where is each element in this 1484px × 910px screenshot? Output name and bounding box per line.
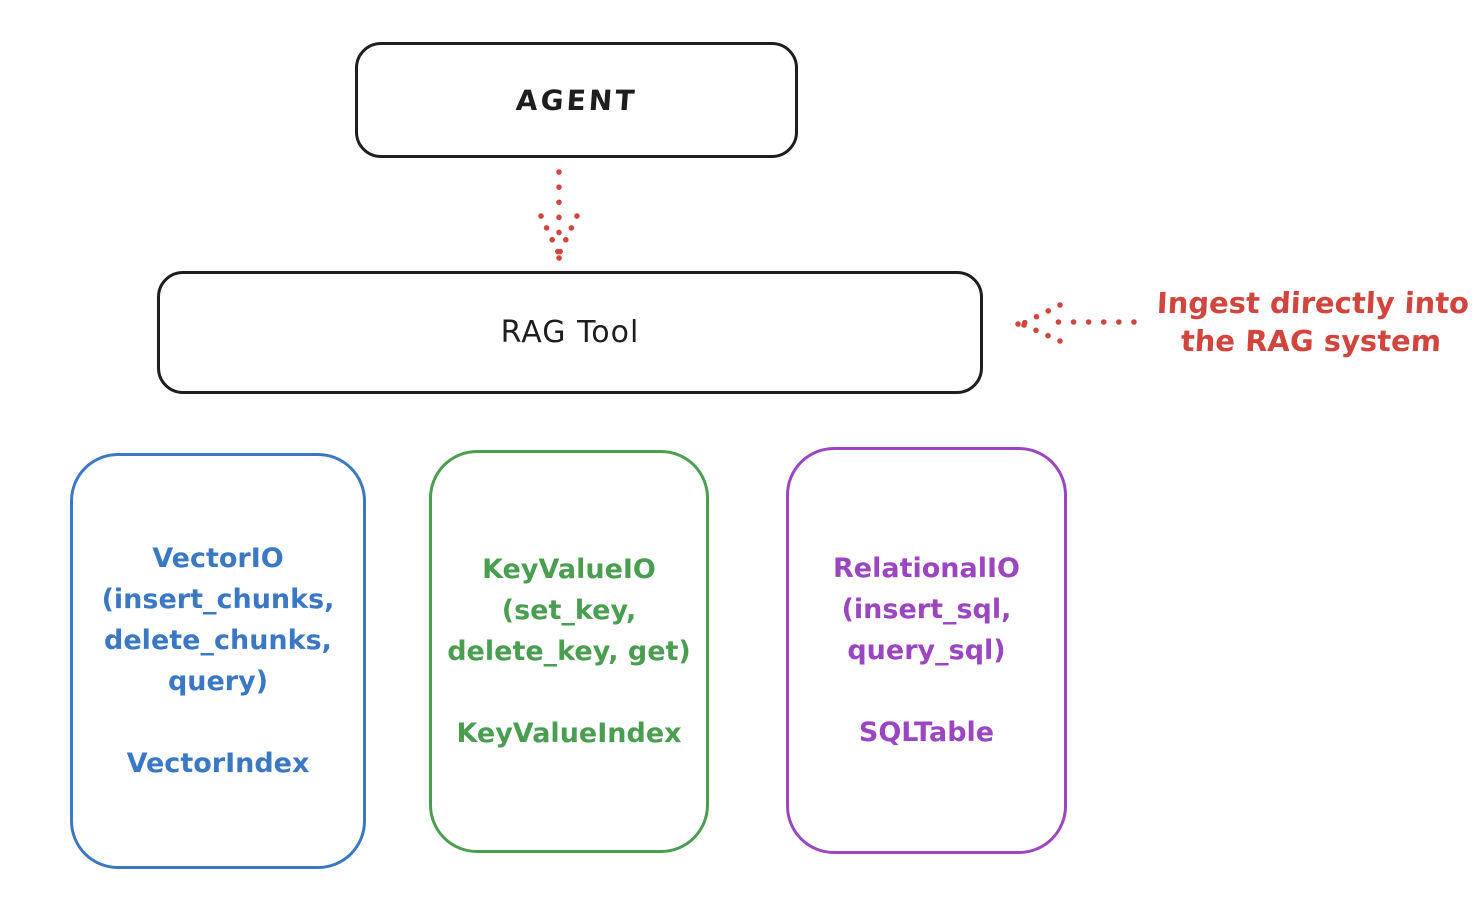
- relational-io-methods: RelationalIO (insert_sql, query_sql): [833, 548, 1020, 671]
- vector-io-title: VectorIO: [152, 543, 284, 574]
- relational-io-title: RelationalIO: [833, 553, 1020, 584]
- keyvalue-io-title: KeyValueIO: [482, 554, 656, 585]
- rag-tool-box: RAG Tool: [157, 271, 983, 394]
- vector-io-method-line: delete_chunks,: [104, 625, 332, 656]
- agent-box: AGENT: [355, 42, 798, 158]
- vector-io-box: VectorIO (insert_chunks, delete_chunks, …: [70, 453, 366, 869]
- vector-index-label: VectorIndex: [126, 748, 310, 779]
- keyvalue-io-method-line: delete_key, get): [447, 636, 691, 667]
- ingest-annotation-line1: Ingest directly into: [1156, 286, 1470, 320]
- relational-io-method-line: query_sql): [847, 635, 1006, 666]
- vector-io-method-line: query): [167, 666, 269, 697]
- vector-io-method-line: (insert_chunks,: [101, 584, 335, 615]
- ingest-annotation-line2: the RAG system: [1180, 324, 1442, 358]
- ingest-annotation: Ingest directly into the RAG system: [1138, 284, 1484, 360]
- rag-tool-label: RAG Tool: [500, 315, 640, 350]
- relational-io-box: RelationalIO (insert_sql, query_sql) SQL…: [786, 447, 1067, 854]
- relational-io-method-line: (insert_sql,: [841, 594, 1012, 625]
- sql-table-label: SQLTable: [858, 717, 995, 748]
- vector-io-methods: VectorIO (insert_chunks, delete_chunks, …: [102, 538, 335, 702]
- ingest-into-rag-arrow: [1015, 302, 1137, 344]
- agent-label: AGENT: [514, 83, 639, 117]
- keyvalue-io-box: KeyValueIO (set_key, delete_key, get) Ke…: [429, 450, 709, 853]
- keyvalue-io-methods: KeyValueIO (set_key, delete_key, get): [447, 549, 691, 672]
- keyvalue-index-label: KeyValueIndex: [456, 718, 682, 749]
- keyvalue-io-method-line: (set_key,: [501, 595, 637, 626]
- agent-to-rag-arrow: [538, 169, 580, 261]
